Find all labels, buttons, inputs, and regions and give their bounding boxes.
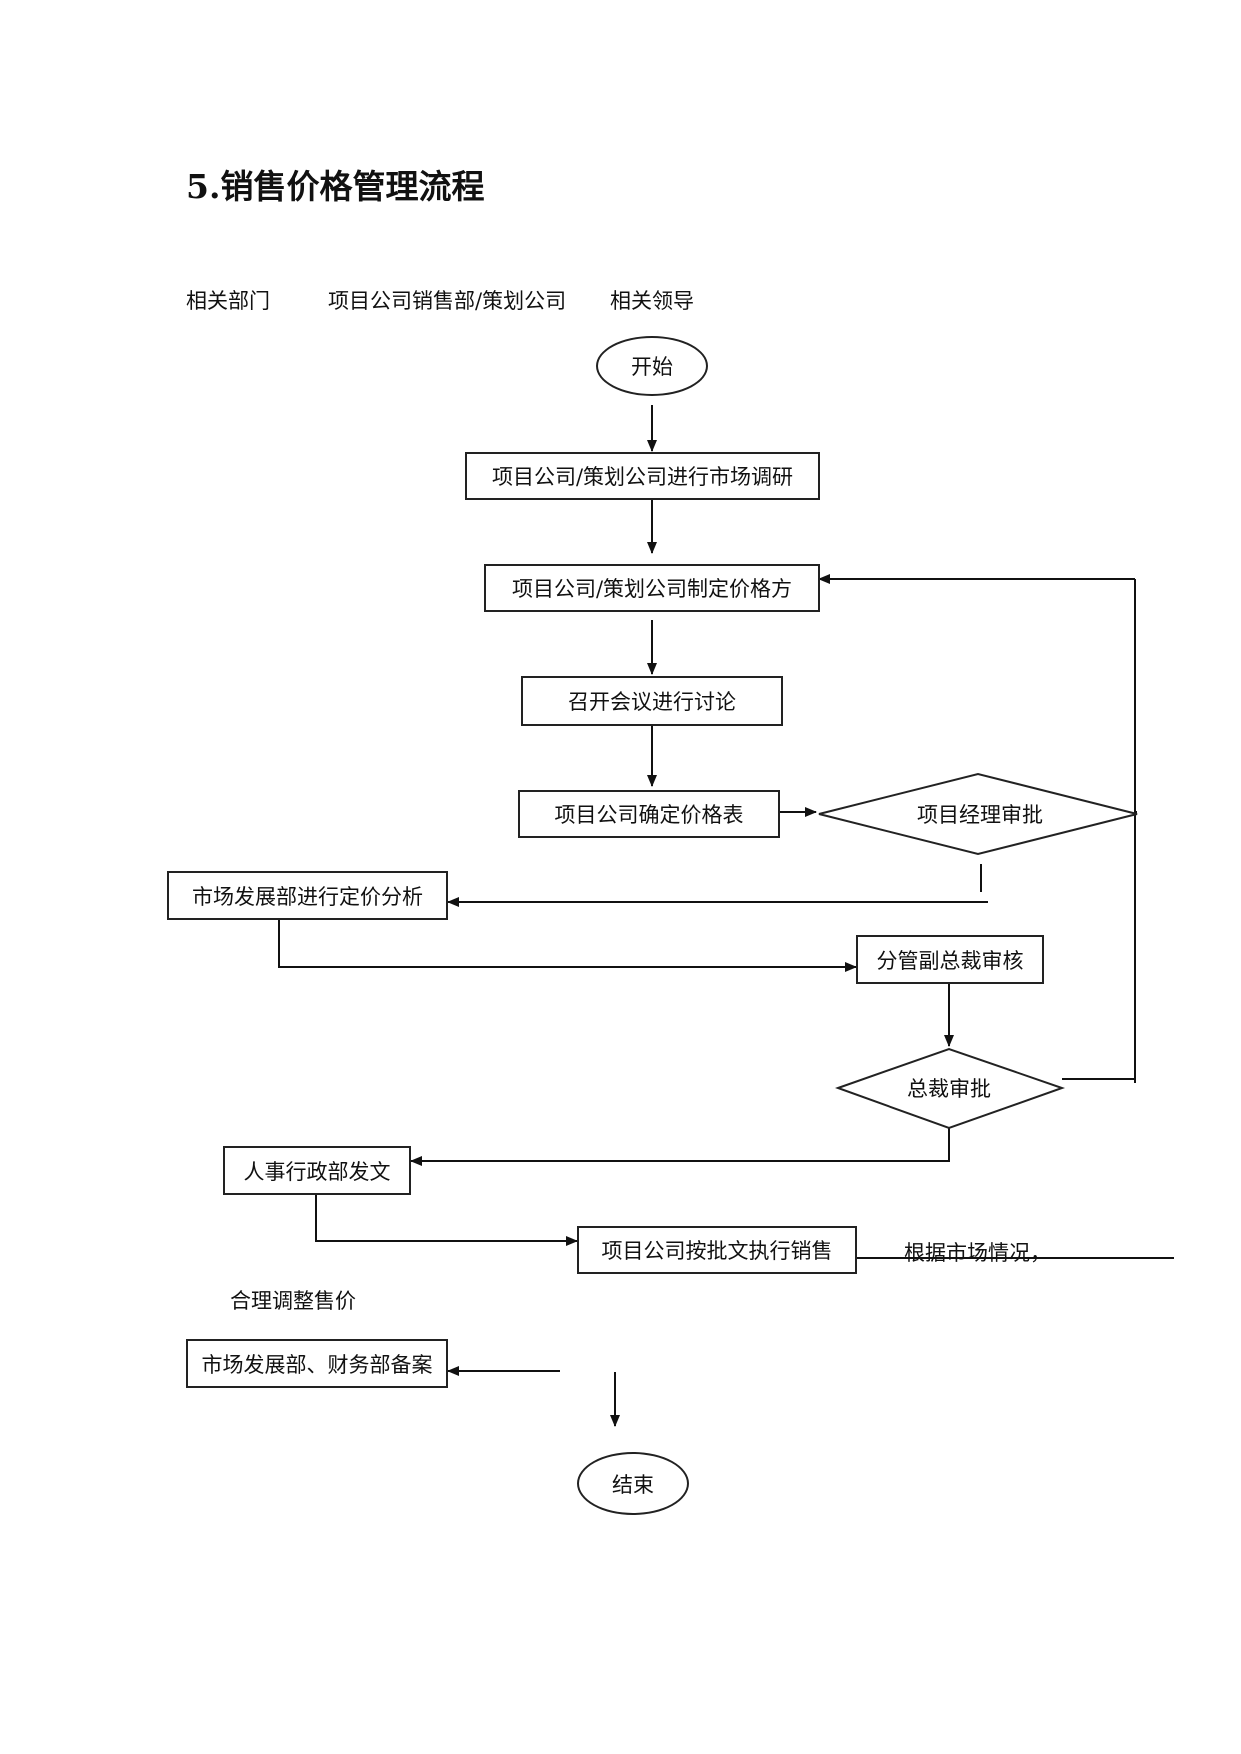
execute-sales-step: 项目公司按批文执行销售: [577, 1226, 857, 1274]
arrow-analysis-vp: [278, 920, 857, 972]
arrow-hr-execute: [315, 1195, 578, 1246]
ceo-approval-diamond: [835, 1047, 1066, 1130]
market-pricing-analysis-step: 市场发展部进行定价分析: [167, 871, 448, 920]
pm-approval-diamond: [818, 772, 1138, 856]
column-header-project: 项目公司销售部/策划公司: [328, 289, 567, 313]
page-title: 5.销售价格管理流程: [186, 167, 485, 206]
adjust-note-line2: 合理调整售价: [230, 1289, 356, 1313]
column-header-leader: 相关领导: [610, 289, 694, 313]
adjust-note-line1: 根据市场情况，: [904, 1241, 1051, 1265]
hr-issue-document-step: 人事行政部发文: [223, 1146, 411, 1195]
vp-review-step: 分管副总裁审核: [856, 935, 1044, 984]
filing-step: 市场发展部、财务部备案: [186, 1339, 448, 1388]
start-node: 开始: [596, 336, 708, 396]
confirm-price-table-step: 项目公司确定价格表: [518, 790, 780, 838]
pm-approval-label: 项目经理审批: [917, 803, 1043, 827]
end-node: 结束: [577, 1452, 689, 1515]
ceo-approval-label: 总裁审批: [907, 1077, 991, 1101]
column-header-dept: 相关部门: [186, 289, 270, 313]
price-plan-step: 项目公司/策划公司制定价格方: [484, 564, 820, 612]
arrow-ceo-hr: [410, 1128, 950, 1166]
research-step: 项目公司/策划公司进行市场调研: [465, 452, 820, 500]
meeting-step: 召开会议进行讨论: [521, 676, 783, 726]
